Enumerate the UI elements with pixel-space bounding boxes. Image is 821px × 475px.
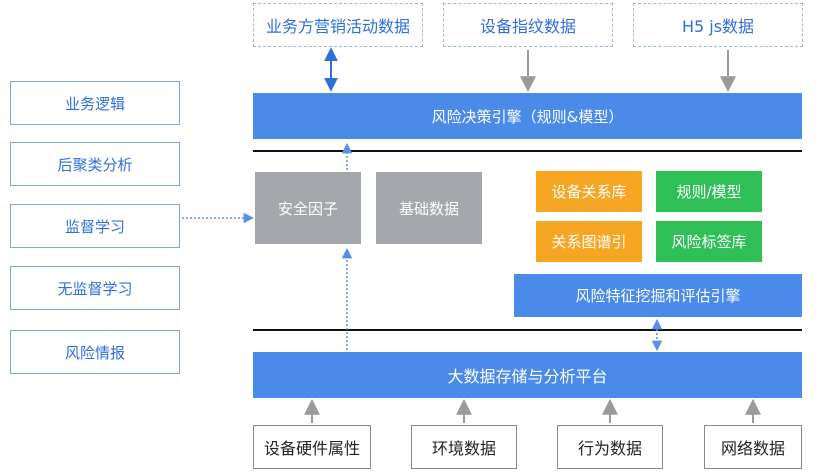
- upper-divider: [253, 150, 802, 152]
- left-module-supervised-label: 监督学习: [64, 217, 125, 236]
- left-module-post-clustering: 后聚类分析: [10, 142, 180, 186]
- left-module-post-clustering-label: 后聚类分析: [57, 155, 133, 174]
- left-module-risk-intel: 风险情报: [10, 330, 180, 374]
- bottom-source-network-label: 网络数据: [720, 439, 785, 458]
- bottom-source-environment: 环境数据: [411, 425, 517, 469]
- top-source-h5js-label: H5 js数据: [681, 17, 755, 36]
- top-source-fingerprint-label: 设备指纹数据: [479, 17, 576, 36]
- relation-graph-box: 关系图谱引: [536, 221, 642, 262]
- device-relation-label: 设备关系库: [551, 183, 627, 201]
- left-module-risk-intel-label: 风险情报: [64, 343, 125, 362]
- platform-bar: 大数据存储与分析平台: [253, 352, 802, 398]
- bottom-source-network: 网络数据: [704, 425, 802, 469]
- bottom-source-behavior: 行为数据: [557, 425, 663, 469]
- feature-engine-label: 风险特征挖掘和评估引擎: [575, 287, 741, 305]
- left-module-supervised: 监督学习: [10, 204, 180, 248]
- bottom-source-behavior-label: 行为数据: [577, 439, 642, 458]
- top-source-marketing-label: 业务方营销活动数据: [265, 17, 410, 36]
- risk-tags-box: 风险标签库: [656, 221, 762, 262]
- left-module-unsupervised: 无监督学习: [10, 266, 180, 310]
- bottom-source-hardware-label: 设备硬件属性: [263, 439, 360, 458]
- lower-divider: [253, 329, 802, 331]
- feature-engine-bar: 风险特征挖掘和评估引擎: [514, 274, 802, 317]
- relation-graph-label: 关系图谱引: [551, 233, 627, 251]
- left-module-unsupervised-label: 无监督学习: [57, 279, 133, 298]
- device-relation-box: 设备关系库: [536, 171, 642, 212]
- decision-engine-bar: 风险决策引擎（规则&模型）: [253, 93, 802, 139]
- top-source-h5js: H5 js数据: [633, 3, 803, 47]
- security-factor-label: 安全因子: [277, 199, 338, 218]
- decision-engine-label: 风险决策引擎（规则&模型）: [431, 107, 624, 126]
- top-source-marketing: 业务方营销活动数据: [253, 3, 423, 47]
- bottom-source-environment-label: 环境数据: [431, 439, 496, 458]
- rules-models-box: 规则/模型: [656, 171, 762, 212]
- base-data-box: 基础数据: [376, 172, 482, 244]
- left-module-business-logic-label: 业务逻辑: [64, 94, 125, 113]
- left-module-business-logic: 业务逻辑: [10, 81, 180, 125]
- rules-models-label: 规则/模型: [676, 183, 742, 201]
- bottom-source-hardware: 设备硬件属性: [253, 425, 371, 469]
- risk-tags-label: 风险标签库: [671, 233, 747, 251]
- top-source-fingerprint: 设备指纹数据: [443, 3, 613, 47]
- base-data-label: 基础数据: [398, 199, 459, 218]
- platform-label: 大数据存储与分析平台: [447, 367, 608, 386]
- security-factor-box: 安全因子: [255, 172, 361, 244]
